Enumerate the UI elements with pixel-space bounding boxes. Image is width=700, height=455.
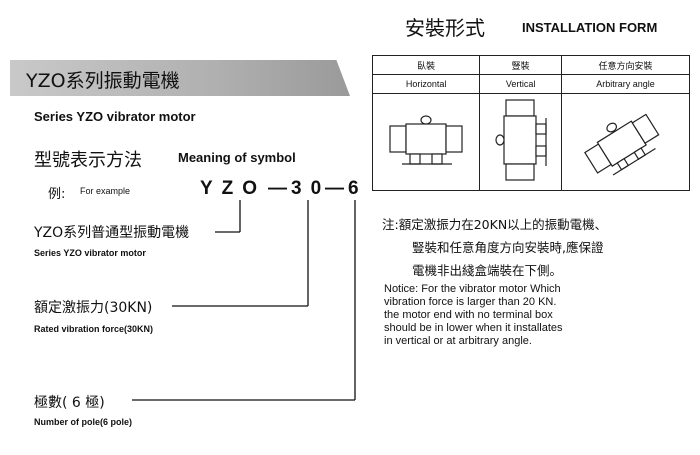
symbol-title-cn: 型號表示方法 [34,150,142,171]
note-en-block: Notice: For the vibrator motor Which vib… [384,283,563,348]
legend-pole-cn: 極數( 6 極) [34,395,105,411]
example-label-en: For example [80,186,131,196]
note-cn-line-2: 豎裝和任意角度方向安裝時,應保證 [412,240,604,255]
code-dash-2: — [325,178,344,199]
legend-force-cn: 額定激振力(30KN) [34,300,153,316]
note-en-line: vibration force is larger than 20 KN. [384,296,557,308]
legend-series-en: Series YZO vibrator motor [34,248,146,258]
legend-pole-en: Number of pole(6 pole) [34,417,133,427]
symbol-title-en: Meaning of symbol [178,150,296,165]
note-en-line: in vertical or at arbitrary angle. [384,335,532,347]
col-horizontal-en: Horizontal [371,74,481,94]
col-arbitrary-en: Arbitrary angle [561,74,690,94]
series-banner-title: YZO系列振動電機 [26,70,180,92]
horizontal-motor-drawing [371,93,481,191]
series-subtitle: Series YZO vibrator motor [34,109,196,124]
installation-table: 臥裝 豎裝 任意方向安裝 Horizontal Vertical Arbitra… [371,55,690,191]
col-vertical-en: Vertical [479,74,563,94]
series-banner [10,60,350,96]
installation-title-cn: 安裝形式 [405,16,485,40]
note-cn-line-1: 注:額定激振力在20KN以上的振動電機、 [382,217,608,232]
col-arbitrary-cn: 任意方向安裝 [561,55,690,75]
code-30: 30 [291,178,331,199]
vertical-motor-drawing [479,93,563,191]
installation-title-en: INSTALLATION FORM [522,20,658,35]
example-label-cn: 例: [48,187,66,202]
code-6: 6 [348,178,368,199]
note-cn-line-3: 電機非出綫盒端裝在下側。 [412,263,563,278]
legend-force-en: Rated vibration force(30KN) [34,324,154,334]
note-en-line: the motor end with no terminal box [384,309,553,321]
col-horizontal-cn: 臥裝 [371,55,481,75]
arbitrary-motor-drawing [561,93,690,191]
col-vertical-cn: 豎裝 [479,55,563,75]
legend-series-cn: YZO系列普通型振動電機 [34,225,190,241]
code-yzo: YZO [200,178,267,199]
note-en-line: Notice: For the vibrator motor Which [384,283,561,295]
note-en-line: should be in lower when it installates [384,322,563,334]
code-dash-1: — [268,178,287,199]
